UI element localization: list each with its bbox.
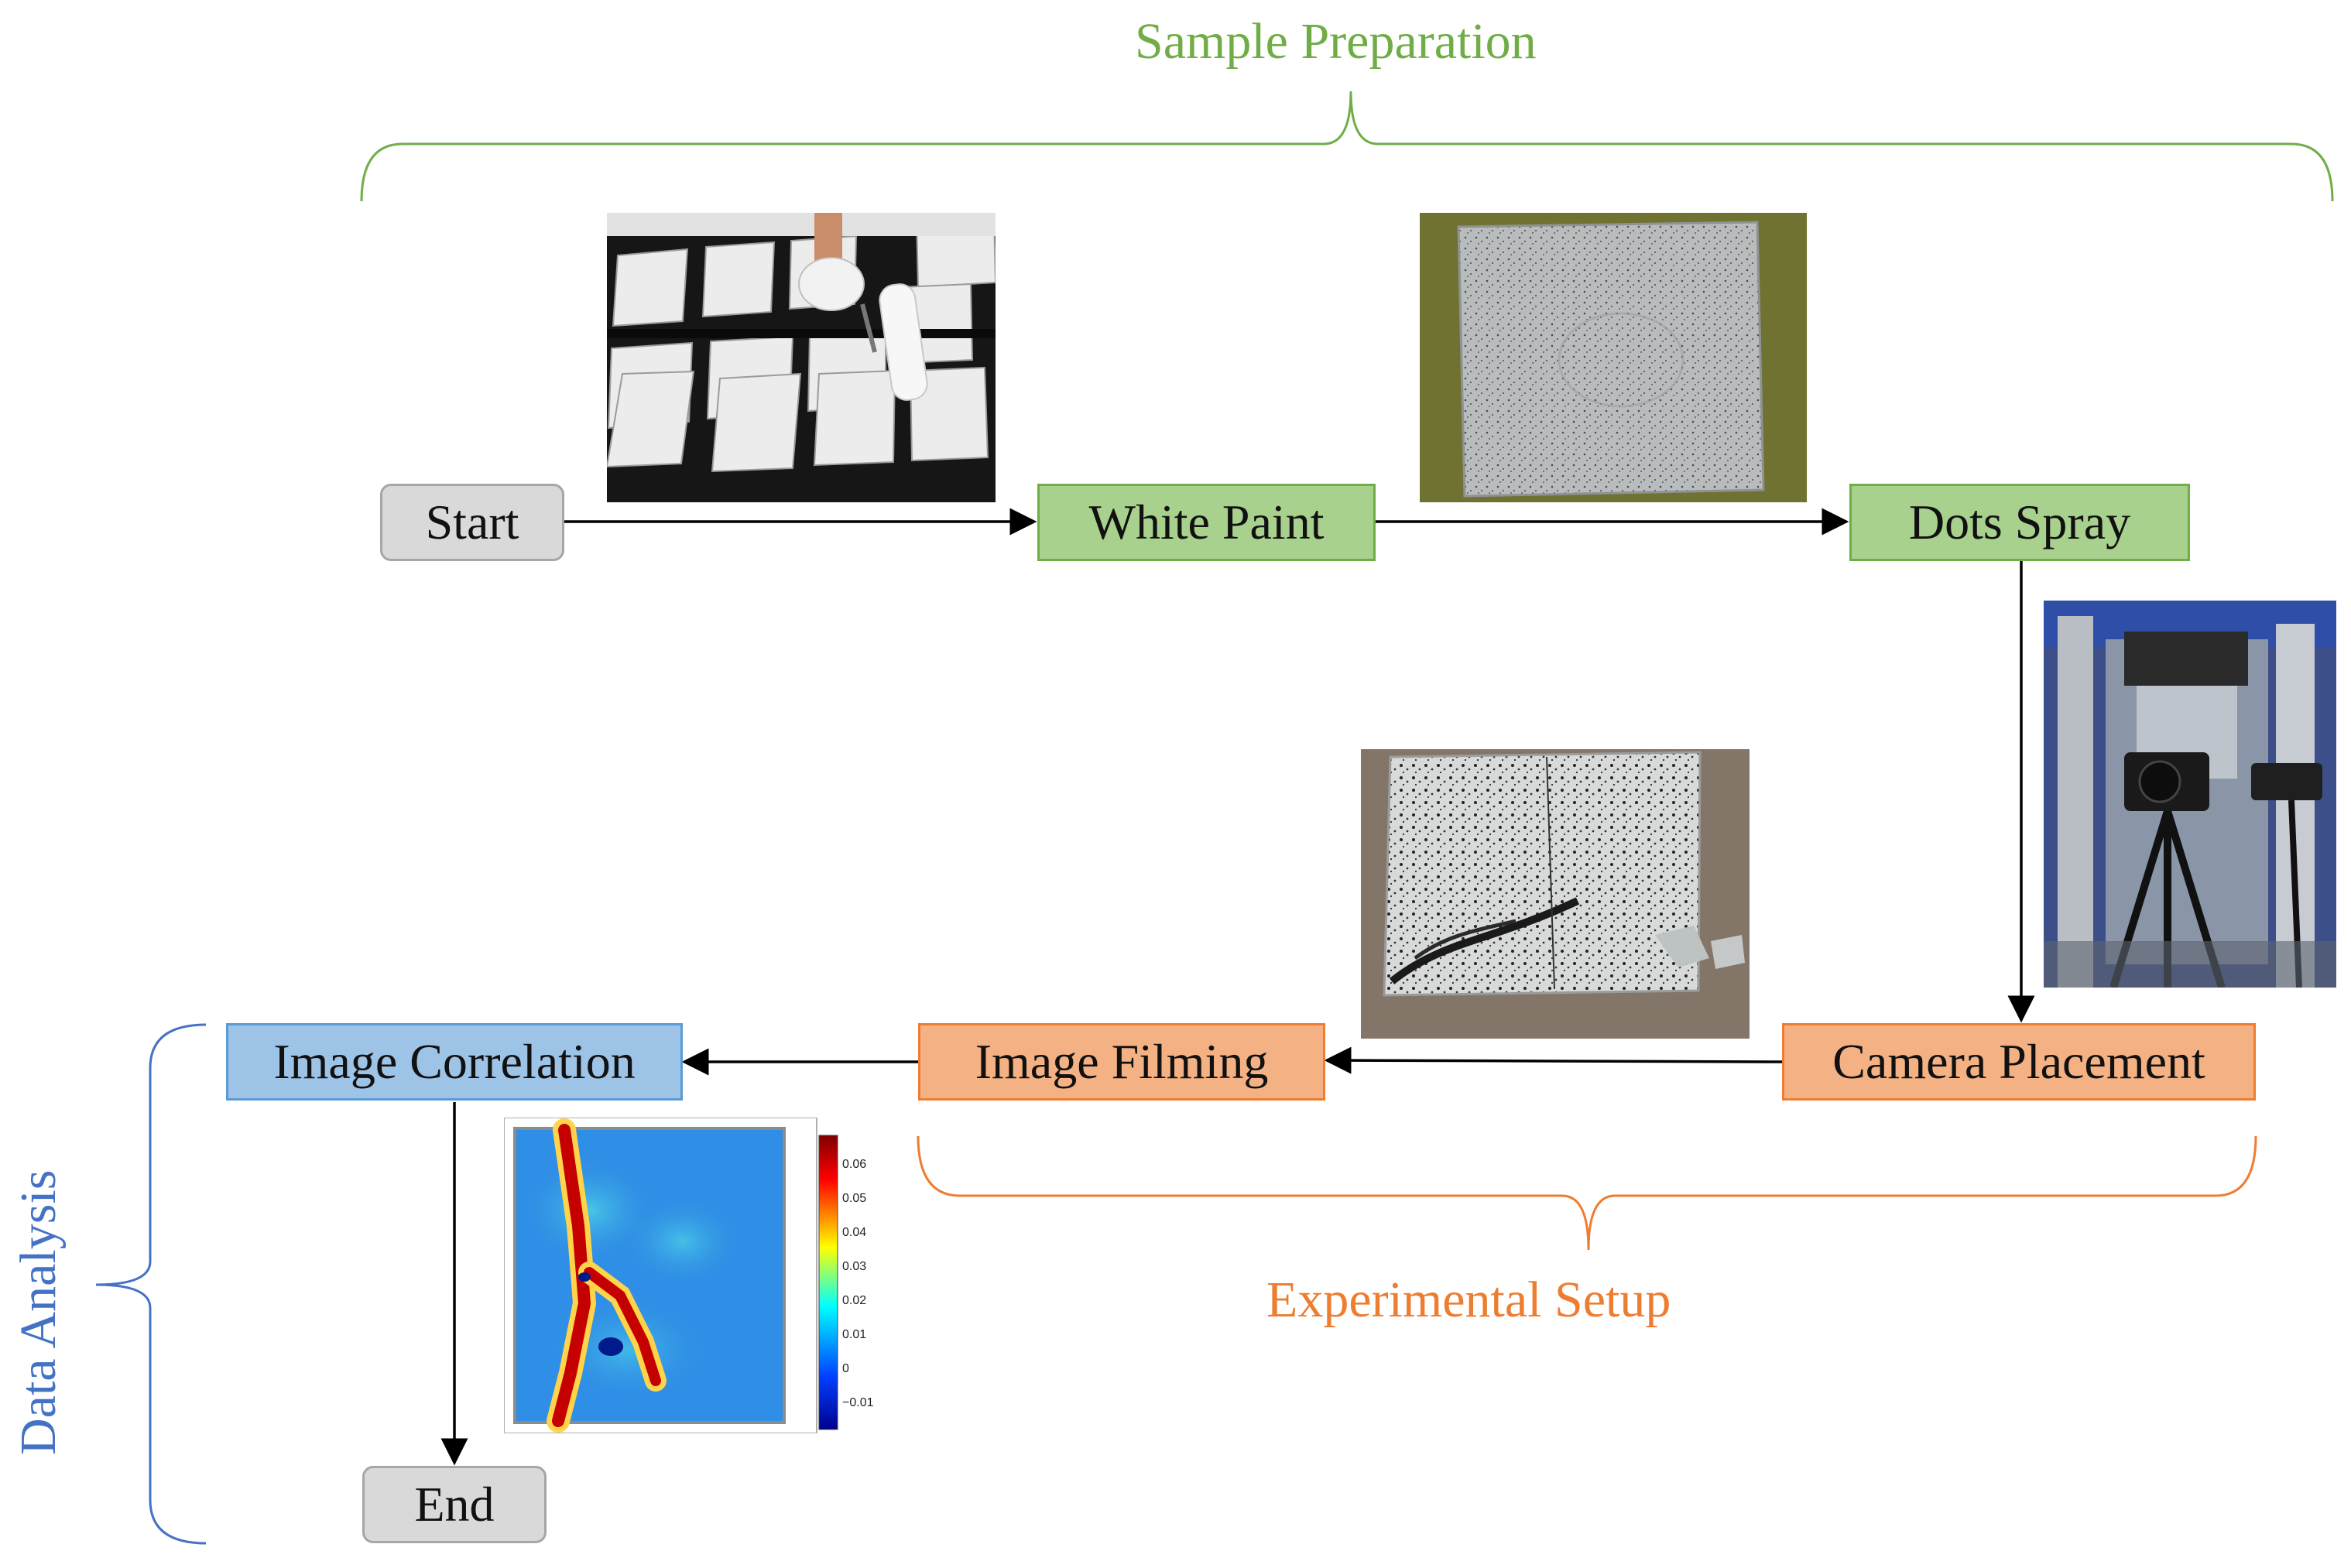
photo-painting-blocks: [607, 213, 996, 502]
node-dots-spray: Dots Spray: [1849, 484, 2190, 561]
label-data-analysis: Data Analysis: [10, 1169, 67, 1455]
colorbar-tick: 0.06: [842, 1158, 867, 1171]
label-sample-preparation: Sample Preparation: [1135, 13, 1537, 70]
arrow-camera-placement-to-image-filming: [1324, 1046, 1783, 1074]
node-start: Start: [380, 484, 564, 561]
node-white-paint: White Paint: [1037, 484, 1376, 561]
node-end: End: [362, 1466, 547, 1543]
colorbar-tick-labels: 0.06 0.05 0.04 0.03 0.02 0.01 0 −0.01: [842, 1158, 904, 1421]
node-image-filming: Image Filming: [918, 1023, 1325, 1101]
sample-preparation-brace: [360, 91, 2334, 202]
data-analysis-brace: [95, 1023, 207, 1545]
colorbar-tick: 0.02: [842, 1294, 867, 1307]
photo-strain-map: [504, 1118, 818, 1433]
colorbar-tick: 0.03: [842, 1260, 867, 1273]
photo-camera-rig: [2044, 601, 2336, 988]
colorbar-tick: 0: [842, 1362, 849, 1375]
colorbar-tick: 0.01: [842, 1328, 867, 1341]
photo-cracked-sample: [1361, 749, 1750, 1039]
node-image-correlation: Image Correlation: [226, 1023, 683, 1101]
colorbar-tick: −0.01: [842, 1396, 874, 1409]
photo-speckled-sample: [1420, 213, 1807, 502]
strain-colorbar: [818, 1135, 838, 1430]
node-camera-placement: Camera Placement: [1782, 1023, 2256, 1101]
experimental-setup-brace: [917, 1135, 2257, 1251]
colorbar-tick: 0.05: [842, 1192, 867, 1205]
colorbar-tick: 0.04: [842, 1226, 867, 1239]
label-experimental-setup: Experimental Setup: [1266, 1272, 1671, 1328]
